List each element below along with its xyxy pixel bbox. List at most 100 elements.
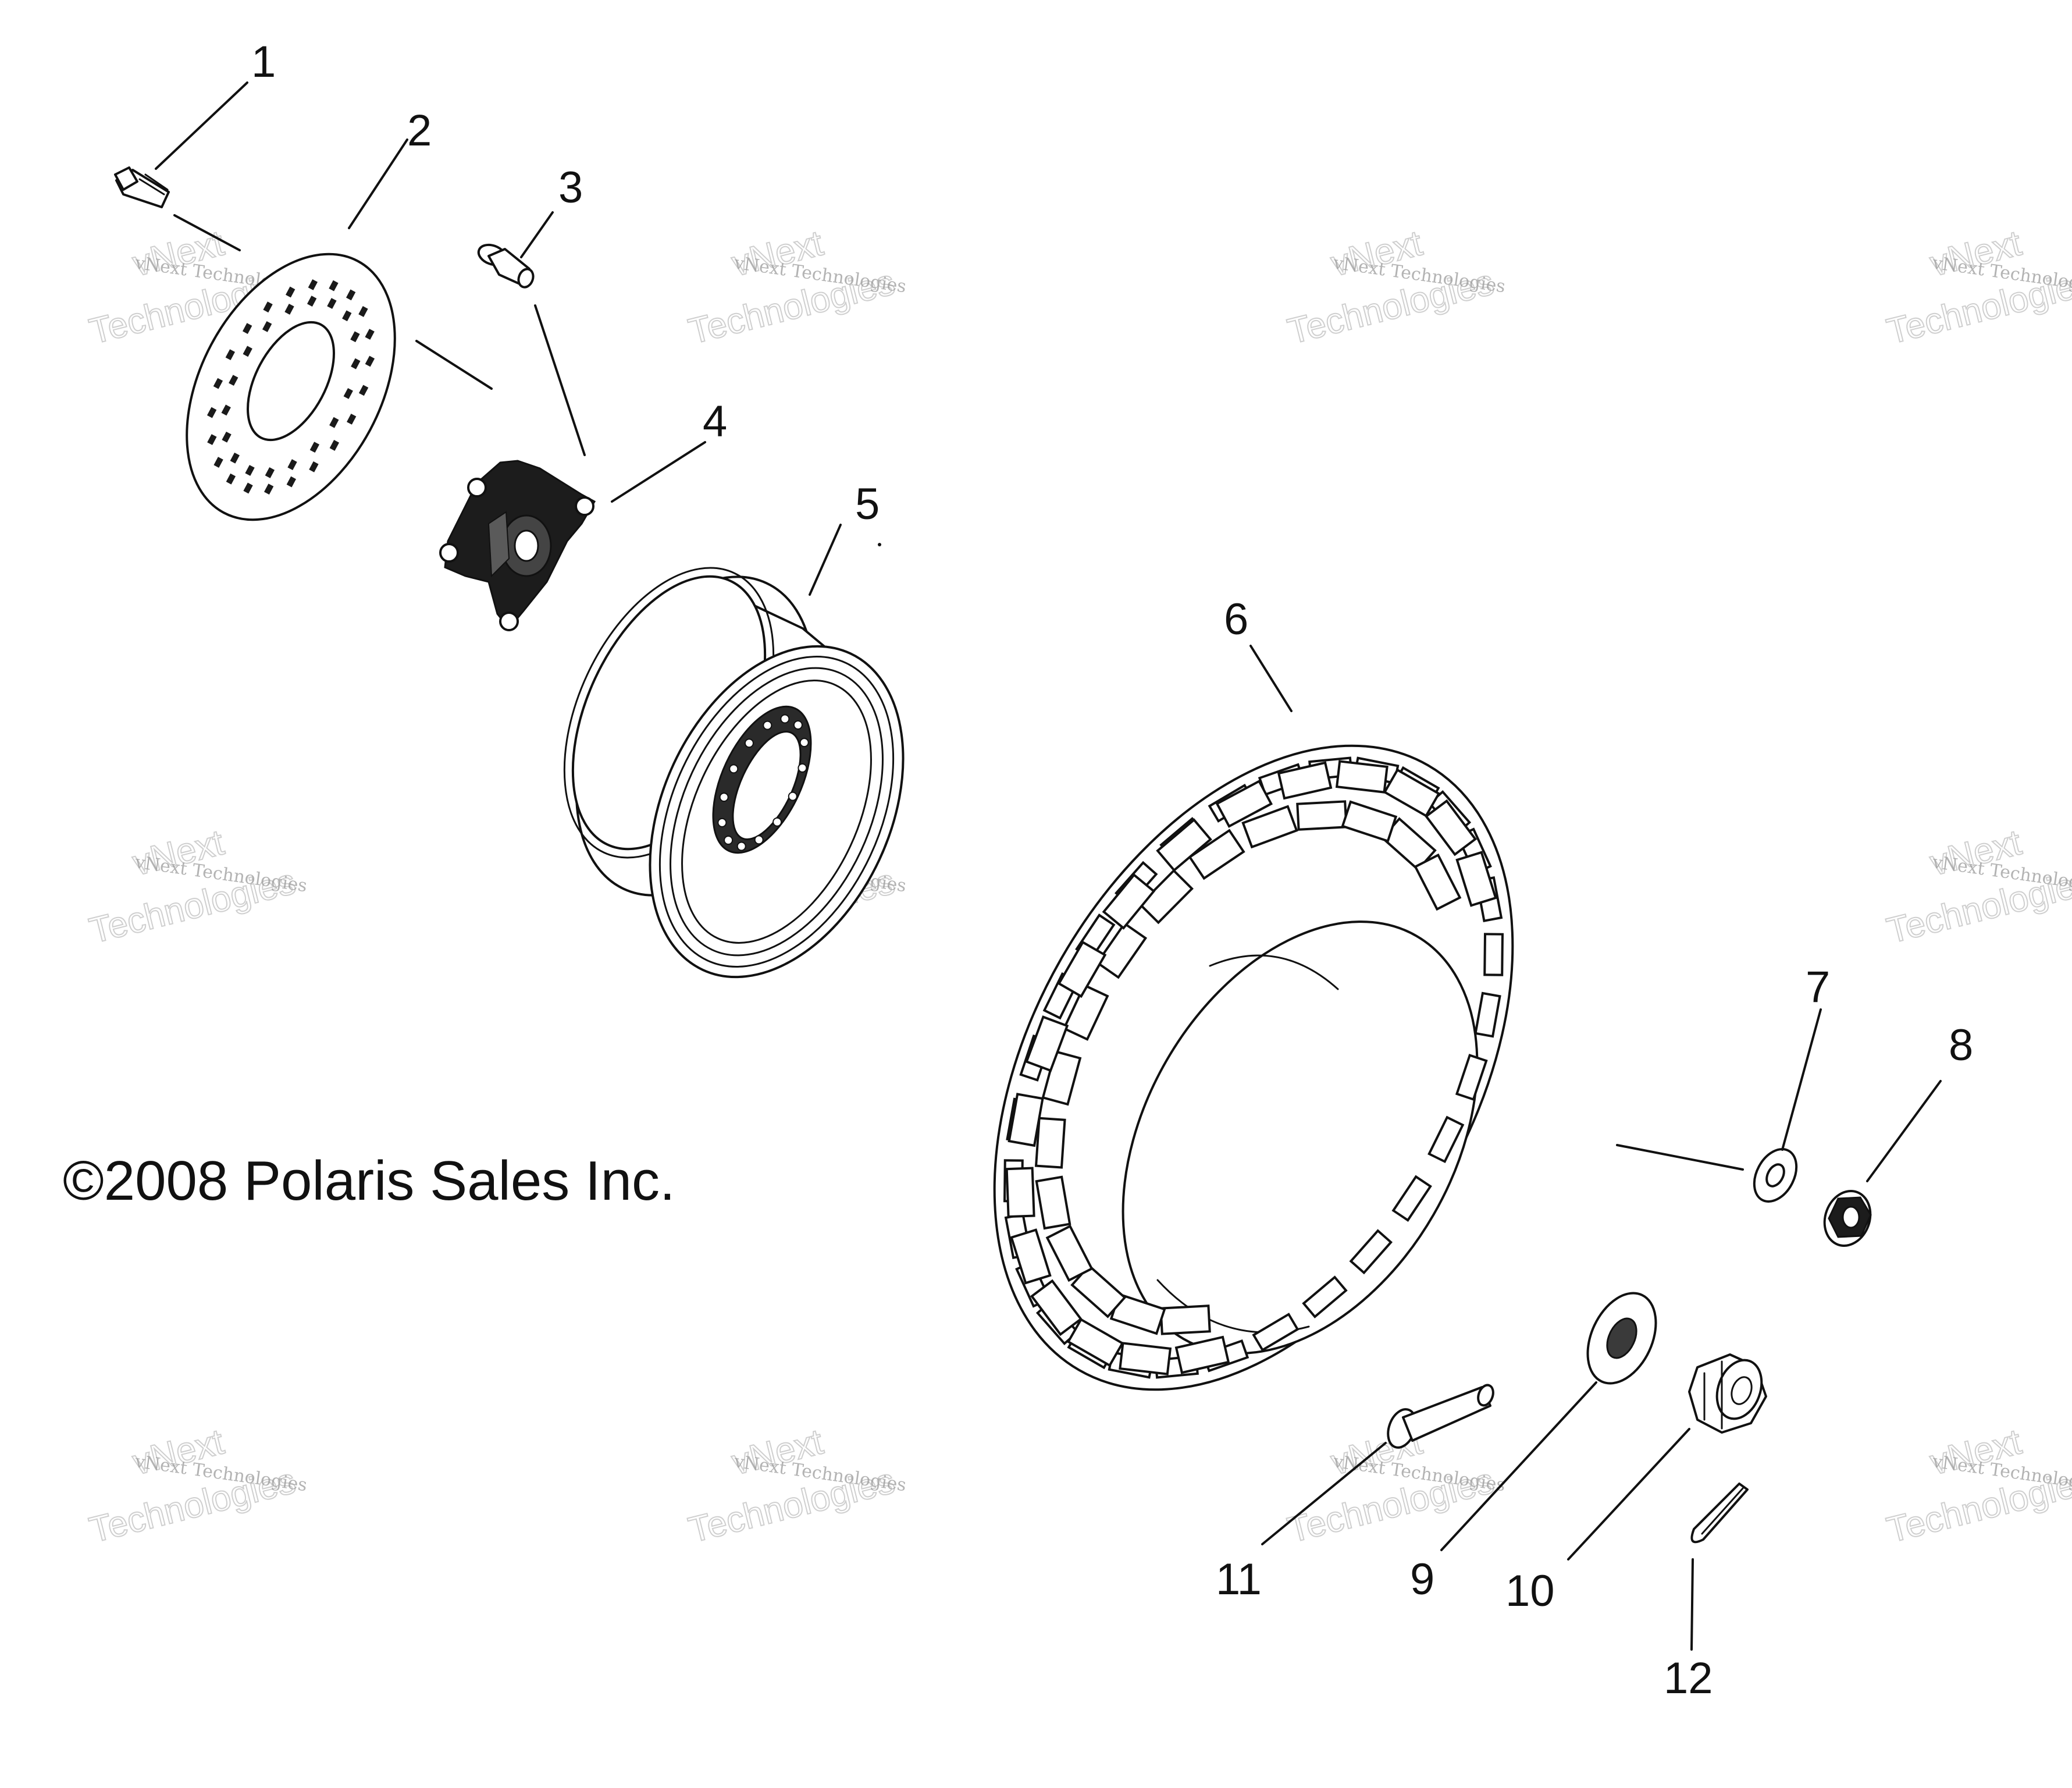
vent-hole xyxy=(351,358,361,369)
tread-block xyxy=(1391,1175,1432,1222)
vent-hole xyxy=(221,404,231,416)
tread-block xyxy=(1215,779,1273,828)
part-8-flange-nut xyxy=(1823,1190,1872,1247)
tread-block xyxy=(1095,922,1148,979)
vent-hole xyxy=(263,301,273,313)
tread-block xyxy=(1252,1313,1300,1352)
rim-bolt xyxy=(763,720,772,730)
callout-labels: 1 2 3 4 5 6 7 8 9 10 11 12 xyxy=(251,37,1973,1703)
callout-11: 11 xyxy=(1216,1555,1262,1604)
vent-hole xyxy=(262,321,272,332)
tread-block xyxy=(1102,873,1156,930)
tread-block xyxy=(1188,829,1245,880)
vent-hole xyxy=(245,465,255,476)
rim-bolt xyxy=(744,738,754,748)
vent-hole xyxy=(286,286,296,298)
rim-bolt xyxy=(754,835,764,845)
part-1-bolt xyxy=(114,166,170,208)
part-3-stud xyxy=(477,243,535,289)
tread-block xyxy=(1007,1093,1044,1147)
callout-9: 9 xyxy=(1410,1555,1434,1604)
vent-hole xyxy=(229,375,238,386)
callout-7: 7 xyxy=(1806,962,1830,1012)
vent-hole xyxy=(264,484,274,495)
rim-bolt xyxy=(799,738,809,748)
vent-hole xyxy=(207,407,217,418)
vent-hole xyxy=(342,310,352,322)
rim-bolt xyxy=(717,817,727,827)
vent-hole xyxy=(226,473,236,485)
brake-disc-vent-holes xyxy=(207,279,375,495)
vent-hole xyxy=(287,459,297,471)
callout-3: 3 xyxy=(558,163,583,212)
tread-block xyxy=(1034,1117,1066,1169)
tread-block xyxy=(1119,1342,1172,1375)
tread-block xyxy=(1005,1167,1035,1218)
vent-hole xyxy=(365,329,375,340)
part-9-washer xyxy=(1586,1292,1657,1385)
tread-block xyxy=(1335,760,1389,794)
tread-block xyxy=(1302,1275,1348,1318)
callout-6: 6 xyxy=(1224,595,1248,644)
tread-block xyxy=(1455,851,1497,907)
vent-hole xyxy=(309,442,320,453)
vent-hole xyxy=(286,476,296,488)
part-4-wheel-hub xyxy=(439,460,596,631)
tread-block xyxy=(1383,768,1441,817)
tread-block xyxy=(1427,1115,1465,1164)
vent-hole xyxy=(207,434,217,445)
tread-block xyxy=(1057,940,1107,998)
vent-hole xyxy=(329,417,339,428)
tread-block xyxy=(1062,983,1109,1041)
callout-4: 4 xyxy=(703,397,727,446)
vent-hole xyxy=(265,467,275,478)
copyright-notice: ©2008 Polaris Sales Inc. xyxy=(63,1150,675,1212)
vent-hole xyxy=(309,461,319,472)
vent-hole xyxy=(225,349,235,361)
tread-block xyxy=(1025,1015,1069,1072)
tread-block xyxy=(1010,1228,1052,1285)
vent-hole xyxy=(329,280,339,292)
vent-hole xyxy=(365,356,375,367)
callout-8: 8 xyxy=(1949,1021,1973,1070)
callout-1: 1 xyxy=(251,37,276,87)
vent-hole xyxy=(307,296,317,307)
tread-block xyxy=(1066,1318,1124,1367)
vent-hole xyxy=(243,482,253,494)
callout-10: 10 xyxy=(1505,1566,1555,1616)
part-5-wheel-rim xyxy=(563,567,905,979)
rim-bolt xyxy=(793,720,803,730)
tread-block xyxy=(1455,1054,1488,1101)
vent-hole xyxy=(346,289,356,301)
vent-hole xyxy=(308,279,318,290)
tread-block xyxy=(1035,1175,1071,1230)
part-10-castle-nut xyxy=(1688,1353,1767,1434)
vent-hole xyxy=(222,431,232,443)
vent-hole xyxy=(243,346,252,357)
tread-block xyxy=(1425,799,1478,856)
rim-bolt xyxy=(724,835,734,845)
vent-hole xyxy=(284,303,294,315)
tread-block xyxy=(1474,991,1501,1038)
vent-hole xyxy=(242,323,252,334)
rim-bolt xyxy=(736,841,746,851)
part-2-brake-disc xyxy=(186,253,396,521)
vent-hole xyxy=(213,457,223,468)
rim-bolt xyxy=(772,817,782,827)
leader-lines xyxy=(155,81,1942,1651)
vent-hole xyxy=(358,306,368,317)
rim-bolt xyxy=(780,714,790,724)
tread-block xyxy=(1296,800,1348,831)
vent-hole xyxy=(327,298,337,309)
tread-block xyxy=(1483,933,1504,976)
vent-hole xyxy=(358,385,369,396)
tread-block xyxy=(1349,1229,1393,1275)
part-6-tire xyxy=(993,744,1514,1391)
rim-bolt xyxy=(729,764,739,774)
tread-block xyxy=(1045,1224,1094,1282)
tread-block xyxy=(1156,818,1212,872)
part-11-pin xyxy=(1387,1384,1494,1449)
tread-block xyxy=(1030,1279,1083,1336)
tread-block xyxy=(1414,853,1462,911)
